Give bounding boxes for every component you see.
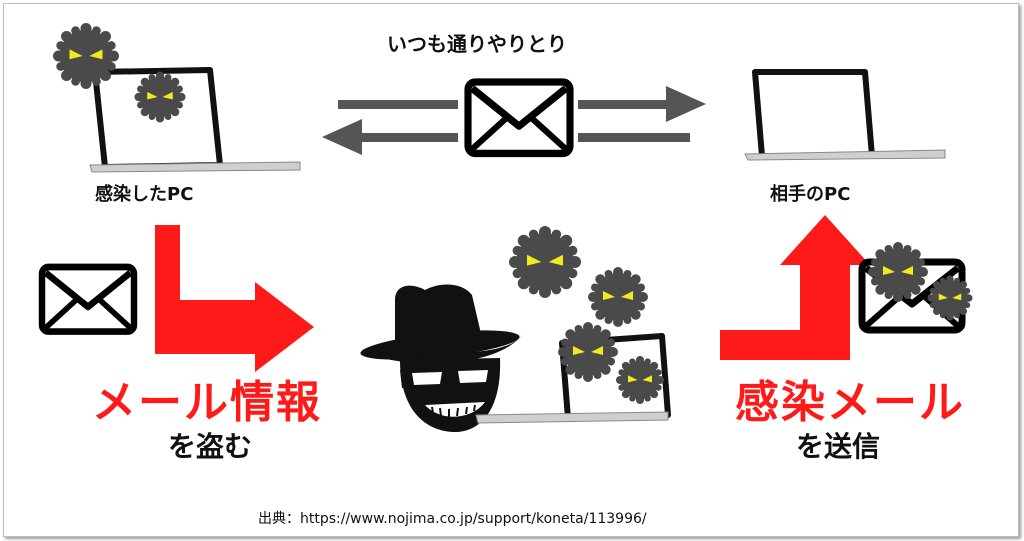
virus-icon: [134, 71, 186, 123]
virus-icon: [558, 322, 618, 382]
envelope-icon: [468, 82, 570, 153]
top-exchange-label: いつも通りやりとり: [387, 32, 567, 56]
infected-laptop-icon: [89, 67, 301, 173]
envelope-icon: [42, 267, 134, 332]
steal-heading: メール情報: [92, 377, 322, 428]
send-heading: 感染メール: [735, 377, 965, 428]
hacker-icon: [360, 284, 522, 432]
send-arrow-icon: [720, 215, 870, 360]
virus-icon: [588, 267, 648, 327]
source-citation: 出典：https://www.nojima.co.jp/support/kone…: [258, 511, 647, 527]
send-subtext: を送信: [796, 430, 881, 463]
partner-laptop-icon: [744, 69, 946, 161]
partner-pc-label: 相手のPC: [770, 184, 851, 205]
virus-icon: [509, 226, 581, 298]
virus-icon: [53, 23, 119, 89]
exchange-arrows: [322, 86, 706, 155]
infected-pc-label: 感染したPC: [95, 184, 194, 205]
virus-icon: [868, 242, 928, 302]
virus-icon: [616, 356, 664, 404]
virus-icon: [927, 275, 973, 321]
steal-arrow-icon: [155, 225, 314, 372]
steal-subtext: を盗む: [168, 430, 253, 463]
